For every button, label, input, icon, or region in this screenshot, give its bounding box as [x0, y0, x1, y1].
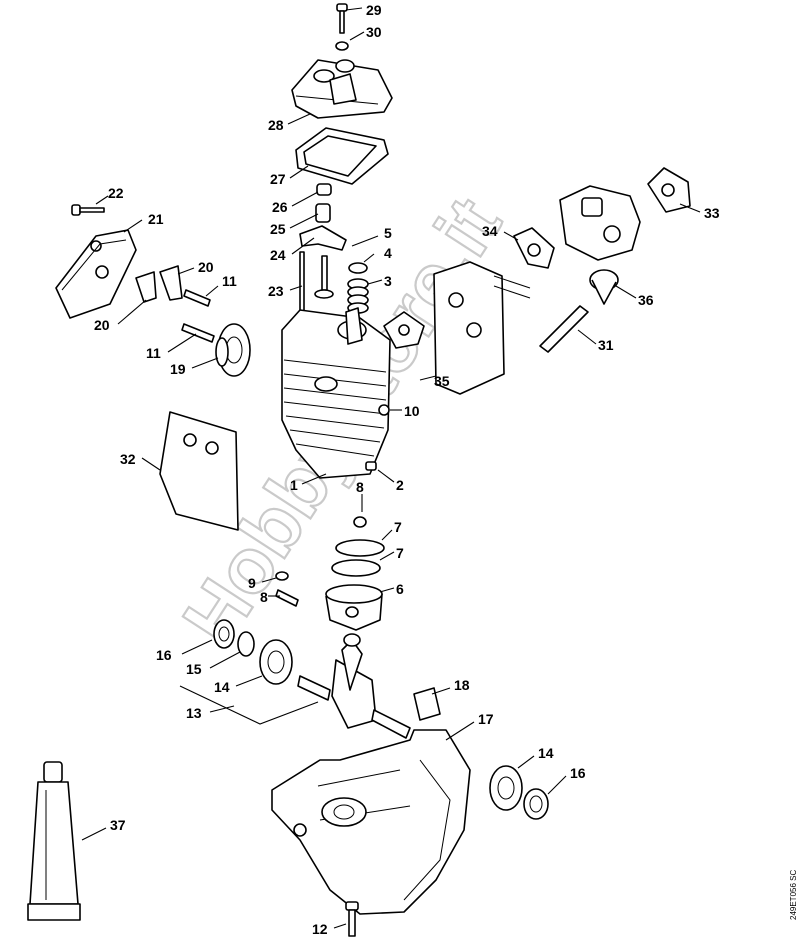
rocker-arm-24	[299, 225, 347, 251]
ball-bearing-14a	[259, 639, 293, 685]
callout-8b: 8	[260, 589, 268, 605]
screw-29	[336, 3, 348, 34]
piston-ring-7b	[331, 559, 381, 577]
screw-22	[71, 204, 105, 216]
crankshaft-13	[297, 633, 411, 739]
ball-bearing-14b	[489, 765, 523, 811]
camshaft-gear-19	[215, 323, 251, 377]
callout-25: 25	[270, 221, 286, 237]
callout-15: 15	[186, 661, 202, 677]
screw-2	[365, 461, 377, 471]
sleeve-26	[316, 183, 332, 196]
callout-32: 32	[120, 451, 136, 467]
gasket-34	[513, 227, 555, 269]
screw-10	[378, 404, 390, 416]
callout-5: 5	[384, 225, 392, 241]
callout-16b: 16	[570, 765, 586, 781]
gasket-27	[295, 127, 389, 185]
gasket-35	[383, 311, 425, 349]
callout-34: 34	[482, 223, 498, 239]
callout-23: 23	[268, 283, 284, 299]
callout-2: 2	[396, 477, 404, 493]
callout-26: 26	[272, 199, 288, 215]
callout-18: 18	[454, 677, 470, 693]
piston-ring-7a	[335, 539, 385, 557]
callout-36: 36	[638, 292, 654, 308]
spring-plate-4	[348, 262, 368, 274]
callout-12: 12	[312, 921, 328, 937]
piston-pin-8b	[275, 589, 299, 607]
callout-19: 19	[170, 361, 186, 377]
piston-6	[325, 584, 383, 631]
callout-16a: 16	[156, 647, 172, 663]
leader-lines	[81, 7, 701, 929]
callout-33: 33	[704, 205, 720, 221]
callout-6: 6	[396, 581, 404, 597]
callout-30: 30	[366, 24, 382, 40]
callout-13: 13	[186, 705, 202, 721]
tube-31	[539, 305, 589, 353]
gasket-32	[159, 411, 239, 531]
callout-31: 31	[598, 337, 614, 353]
gear-15	[237, 631, 255, 657]
callout-7a: 7	[394, 519, 402, 535]
callout-8a: 8	[356, 479, 364, 495]
gasket-33	[647, 167, 691, 213]
pushrod-23	[299, 251, 305, 315]
oil-seal-16b	[523, 788, 549, 820]
callout-7b: 7	[396, 545, 404, 561]
valve-5	[314, 255, 334, 299]
callout-37: 37	[110, 817, 126, 833]
intake-flange-36	[589, 269, 619, 305]
rocker-lever-20a	[159, 265, 183, 301]
valve-spring-3	[347, 278, 369, 314]
drawing-reference: 249ET056 SC	[789, 870, 798, 920]
cylinder-cover-28	[291, 59, 393, 119]
manifold-35	[433, 261, 531, 395]
callout-21: 21	[148, 211, 164, 227]
crankcase-17	[271, 729, 471, 915]
pin-11a	[183, 289, 211, 307]
callout-11b: 11	[146, 345, 161, 361]
sleeve-25	[315, 203, 331, 223]
callout-9: 9	[248, 575, 256, 591]
circlip-9	[275, 571, 289, 581]
carburettor	[559, 185, 641, 261]
callout-4: 4	[384, 245, 392, 261]
callout-20a: 20	[198, 259, 214, 275]
callout-35: 35	[434, 373, 450, 389]
callout-22: 22	[108, 185, 124, 201]
callout-27: 27	[270, 171, 286, 187]
callout-3: 3	[384, 273, 392, 289]
callout-20b: 20	[94, 317, 110, 333]
callout-labels: 29 30 28 27 26 25 24 5 4 3 23 22 21 20 1…	[94, 2, 720, 937]
callout-29: 29	[366, 2, 382, 18]
rocker-cover-21	[55, 229, 137, 319]
callout-11a: 11	[222, 273, 237, 289]
cylinder-1	[281, 307, 391, 479]
rocker-lever-20b	[135, 271, 157, 303]
callout-14b: 14	[538, 745, 554, 761]
callout-28: 28	[268, 117, 284, 133]
oil-seal-16a	[213, 619, 235, 649]
washer-30	[335, 41, 349, 51]
callout-17: 17	[478, 711, 494, 727]
grease-tube-37	[27, 761, 81, 921]
callout-24: 24	[270, 247, 286, 263]
callout-1: 1	[290, 477, 298, 493]
pin-11b	[181, 323, 215, 343]
callout-14a: 14	[214, 679, 230, 695]
screw-12	[345, 901, 359, 937]
callout-10: 10	[404, 403, 420, 419]
circlip-8a	[353, 516, 367, 528]
holder-18	[413, 687, 441, 721]
